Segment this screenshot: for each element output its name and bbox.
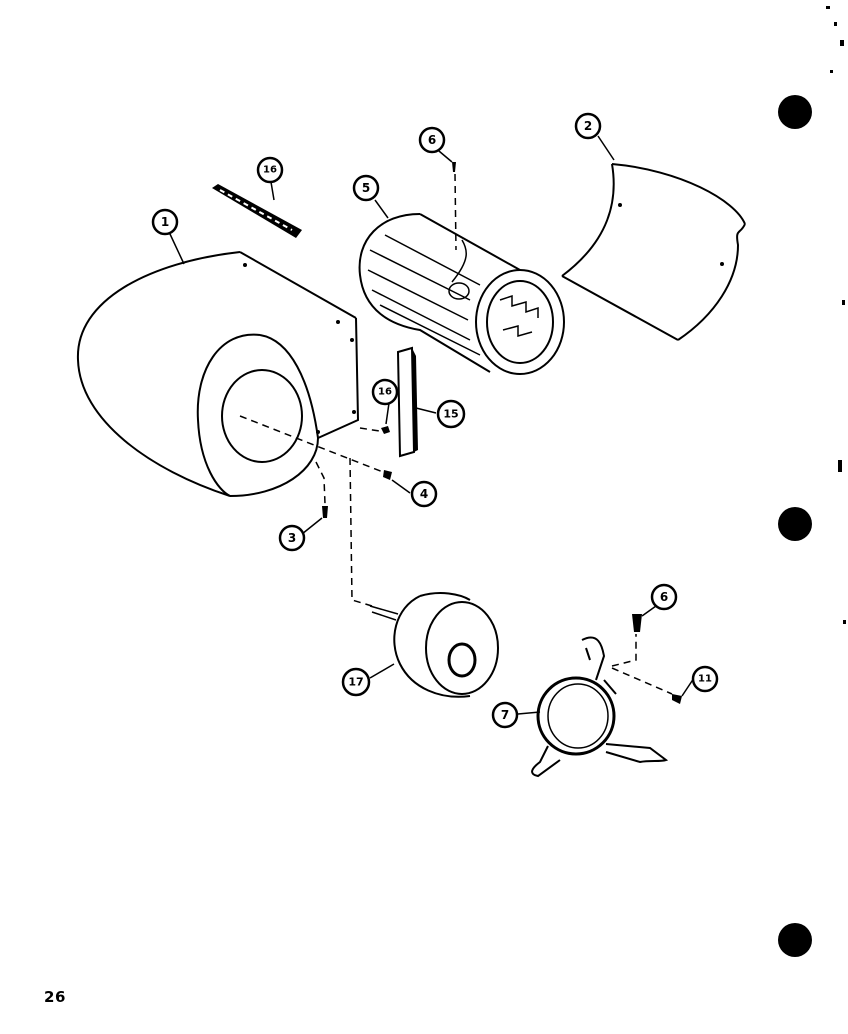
mounting-bracket-16 — [212, 184, 302, 238]
callout-6-lower: 6 — [650, 583, 678, 611]
callout-2: 2 — [574, 112, 602, 140]
callout-16-top: 16 — [256, 156, 284, 184]
svg-text:2: 2 — [584, 119, 592, 133]
callout-11: 11 — [691, 665, 719, 693]
callout-16-small: 16 — [371, 378, 399, 406]
screw-4 — [383, 470, 392, 480]
blower-motor — [369, 592, 499, 698]
callout-6-top: 6 — [418, 126, 446, 154]
svg-text:16: 16 — [263, 165, 277, 176]
screw-16-small — [381, 426, 390, 434]
callout-7: 7 — [491, 701, 519, 729]
svg-text:17: 17 — [348, 676, 363, 689]
screw-3 — [322, 506, 328, 518]
svg-text:6: 6 — [660, 590, 668, 604]
callout-4: 4 — [410, 480, 438, 508]
svg-text:11: 11 — [698, 674, 712, 685]
assembly-lines — [239, 173, 673, 695]
screw-6-top — [452, 162, 456, 172]
scan-edge-noise — [826, 6, 846, 624]
cutoff-bracket-15 — [396, 346, 418, 458]
screw-11 — [672, 694, 682, 704]
binder-hole-middle — [778, 507, 812, 541]
svg-text:6: 6 — [428, 133, 436, 147]
svg-text:7: 7 — [501, 708, 509, 722]
svg-text:16: 16 — [378, 387, 392, 398]
page-number: 26 — [44, 988, 66, 1006]
callout-15: 15 — [436, 399, 466, 429]
motor-mount — [531, 636, 669, 778]
screw-6-lower — [632, 614, 642, 632]
callout-17: 17 — [341, 667, 371, 697]
svg-text:1: 1 — [161, 215, 169, 229]
binder-hole-bottom — [778, 923, 812, 957]
blower-wheel — [358, 213, 565, 375]
binder-hole-top — [778, 95, 812, 129]
svg-text:15: 15 — [443, 408, 458, 421]
svg-text:3: 3 — [288, 531, 296, 545]
callout-3: 3 — [278, 524, 306, 552]
blower-housing — [76, 251, 360, 497]
cutoff-plate — [561, 163, 746, 341]
callout-1: 1 — [151, 208, 179, 236]
callout-5: 5 — [352, 174, 380, 202]
svg-text:4: 4 — [420, 487, 428, 501]
svg-text:5: 5 — [362, 181, 370, 195]
leader-lines — [169, 135, 695, 715]
